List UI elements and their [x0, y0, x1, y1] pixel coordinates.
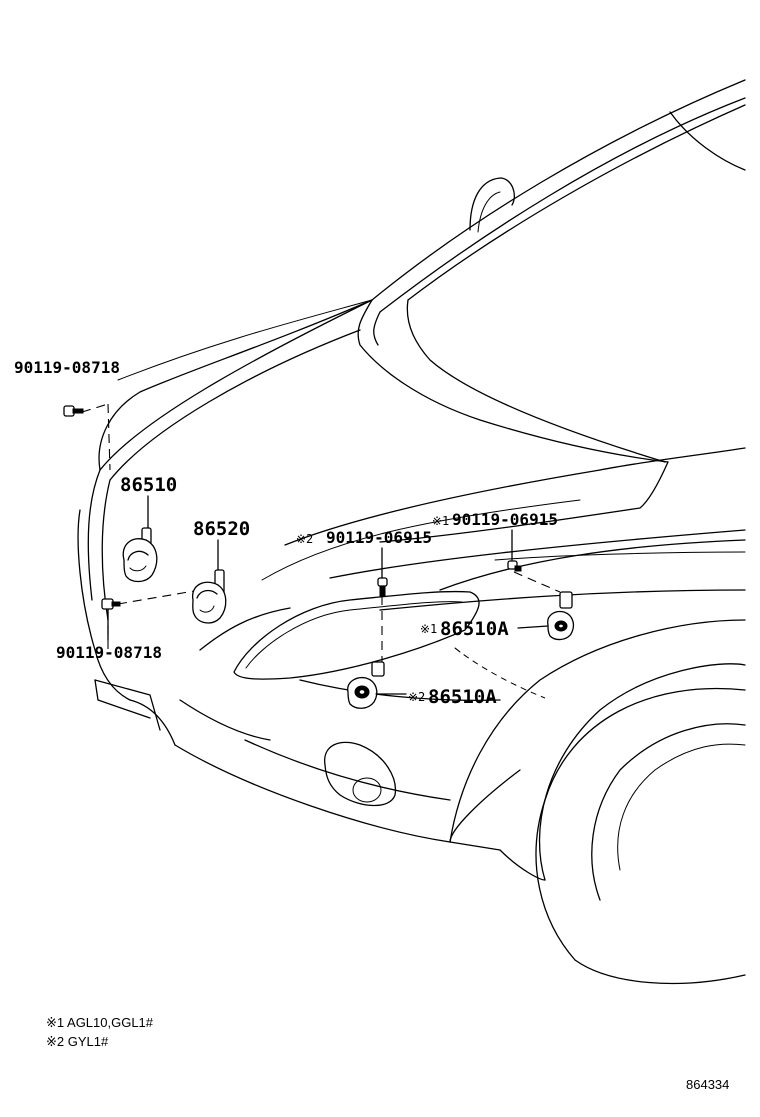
mark-horn-right: ※1 [420, 622, 437, 636]
label-horn-86520[interactable]: 86520 [193, 518, 250, 540]
footnote-1: ※1 AGL10,GGL1# [46, 1015, 154, 1030]
label-horn-86510[interactable]: 86510 [120, 474, 177, 496]
footnotes: ※1 AGL10,GGL1# ※2 GYL1# [46, 1015, 154, 1049]
label-horn-86510a-right[interactable]: 86510A [440, 618, 509, 640]
label-horn-86510a-center[interactable]: 86510A [428, 686, 497, 708]
label-bolt-center[interactable]: 90119-06915 [326, 528, 432, 547]
bolt-90119-08718-top-icon[interactable] [63, 405, 84, 417]
footnote-2: ※2 GYL1# [46, 1034, 109, 1049]
mark-bolt-right: ※1 [432, 514, 449, 528]
bolt-90119-06915-right-icon[interactable] [507, 560, 522, 572]
label-bolt-bottom-left[interactable]: 90119-08718 [56, 643, 162, 662]
car-body-outline [77, 79, 746, 985]
bolt-90119-06915-center-icon[interactable] [377, 577, 388, 597]
callout-lines [107, 495, 549, 695]
label-bolt-top-left[interactable]: 90119-08718 [14, 358, 120, 377]
label-bolt-right[interactable]: 90119-06915 [452, 510, 558, 529]
diagram-code: 864334 [686, 1077, 729, 1092]
horn-86520-icon[interactable] [192, 569, 227, 624]
horn-86510a-center-icon[interactable] [347, 661, 385, 709]
part-labels: 90119-08718 86510 86520 90119-08718 ※2 9… [14, 358, 558, 708]
horn-86510-icon[interactable] [122, 527, 158, 583]
mark-horn-center: ※2 [408, 690, 425, 704]
horn-86510a-right-icon[interactable] [547, 591, 575, 641]
mark-bolt-center: ※2 [296, 532, 313, 546]
bolt-90119-08718-bottom-icon[interactable] [101, 598, 121, 610]
